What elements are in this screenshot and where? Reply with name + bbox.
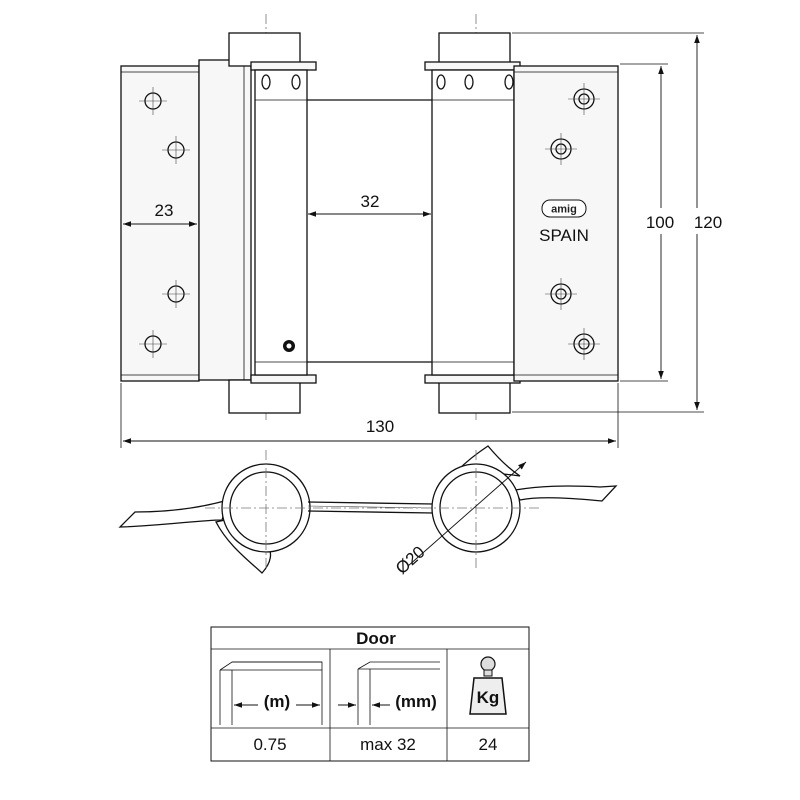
right-barrel-bottom-collar <box>424 374 521 384</box>
adjust-hole <box>504 74 514 90</box>
dimension-overall-width: 130 <box>120 383 619 448</box>
right-barrel-body <box>431 69 515 376</box>
col-weight-value: 24 <box>479 735 498 754</box>
left-wing <box>118 499 229 528</box>
left-screw-holes <box>139 87 190 358</box>
right-leaf: amig SPAIN <box>513 65 619 382</box>
left-barrel-top-cap <box>228 32 301 67</box>
top-view: Ø20 <box>118 445 618 578</box>
col-width-value: 0.75 <box>253 735 286 754</box>
left-leaf-plate <box>120 65 200 382</box>
front-view: amig SPAIN 23 32 100 120 <box>120 14 728 448</box>
dim-total-height-label: 120 <box>694 213 722 232</box>
origin-label: SPAIN <box>539 226 589 245</box>
left-leaf <box>120 65 200 382</box>
right-barrel <box>424 32 521 414</box>
right-screw-holes <box>545 83 600 360</box>
right-barrel-top-collar <box>424 61 521 71</box>
door-width-icon <box>219 661 323 725</box>
adjust-hole <box>464 74 474 90</box>
col-weight-label: Kg <box>477 688 500 707</box>
adjust-hole <box>436 74 446 90</box>
dimension-gap: 32 <box>308 192 431 217</box>
dim-leaf-width-label: 23 <box>155 201 174 220</box>
right-leaf-plate <box>513 65 619 382</box>
left-barrel-bottom-collar <box>250 374 317 384</box>
left-barrel-bottom-cap <box>228 379 301 414</box>
left-barrel-body <box>254 69 308 376</box>
col-width-label: (m) <box>264 692 290 711</box>
dimension-total-height: 120 <box>512 32 728 413</box>
left-barrel-top-collar <box>250 61 317 71</box>
brand-logo: amig <box>541 199 587 218</box>
brand-logo-text: amig <box>551 204 577 216</box>
dimension-inner-height: 100 <box>620 63 680 382</box>
adjust-hole <box>291 74 301 90</box>
left-barrel <box>228 32 317 414</box>
dimension-leaf-width: 23 <box>123 201 197 227</box>
dim-diameter-label: Ø20 <box>392 542 429 578</box>
left-knuckle <box>198 59 252 381</box>
dim-inner-height-label: 100 <box>646 213 674 232</box>
door-thickness-icon <box>338 661 440 725</box>
spec-table: Door (m) (mm) Kg <box>210 626 530 762</box>
col-thickness-label: (mm) <box>395 692 437 711</box>
table-header: Door <box>356 629 396 648</box>
right-wing <box>514 485 618 502</box>
dim-gap-label: 32 <box>361 192 380 211</box>
right-barrel-top-cap <box>438 32 511 67</box>
weight-icon <box>469 656 507 715</box>
dim-overall-width-label: 130 <box>366 417 394 436</box>
adjust-hole <box>261 74 271 90</box>
col-thickness-value: max 32 <box>360 735 416 754</box>
right-barrel-bottom-cap <box>438 379 511 414</box>
